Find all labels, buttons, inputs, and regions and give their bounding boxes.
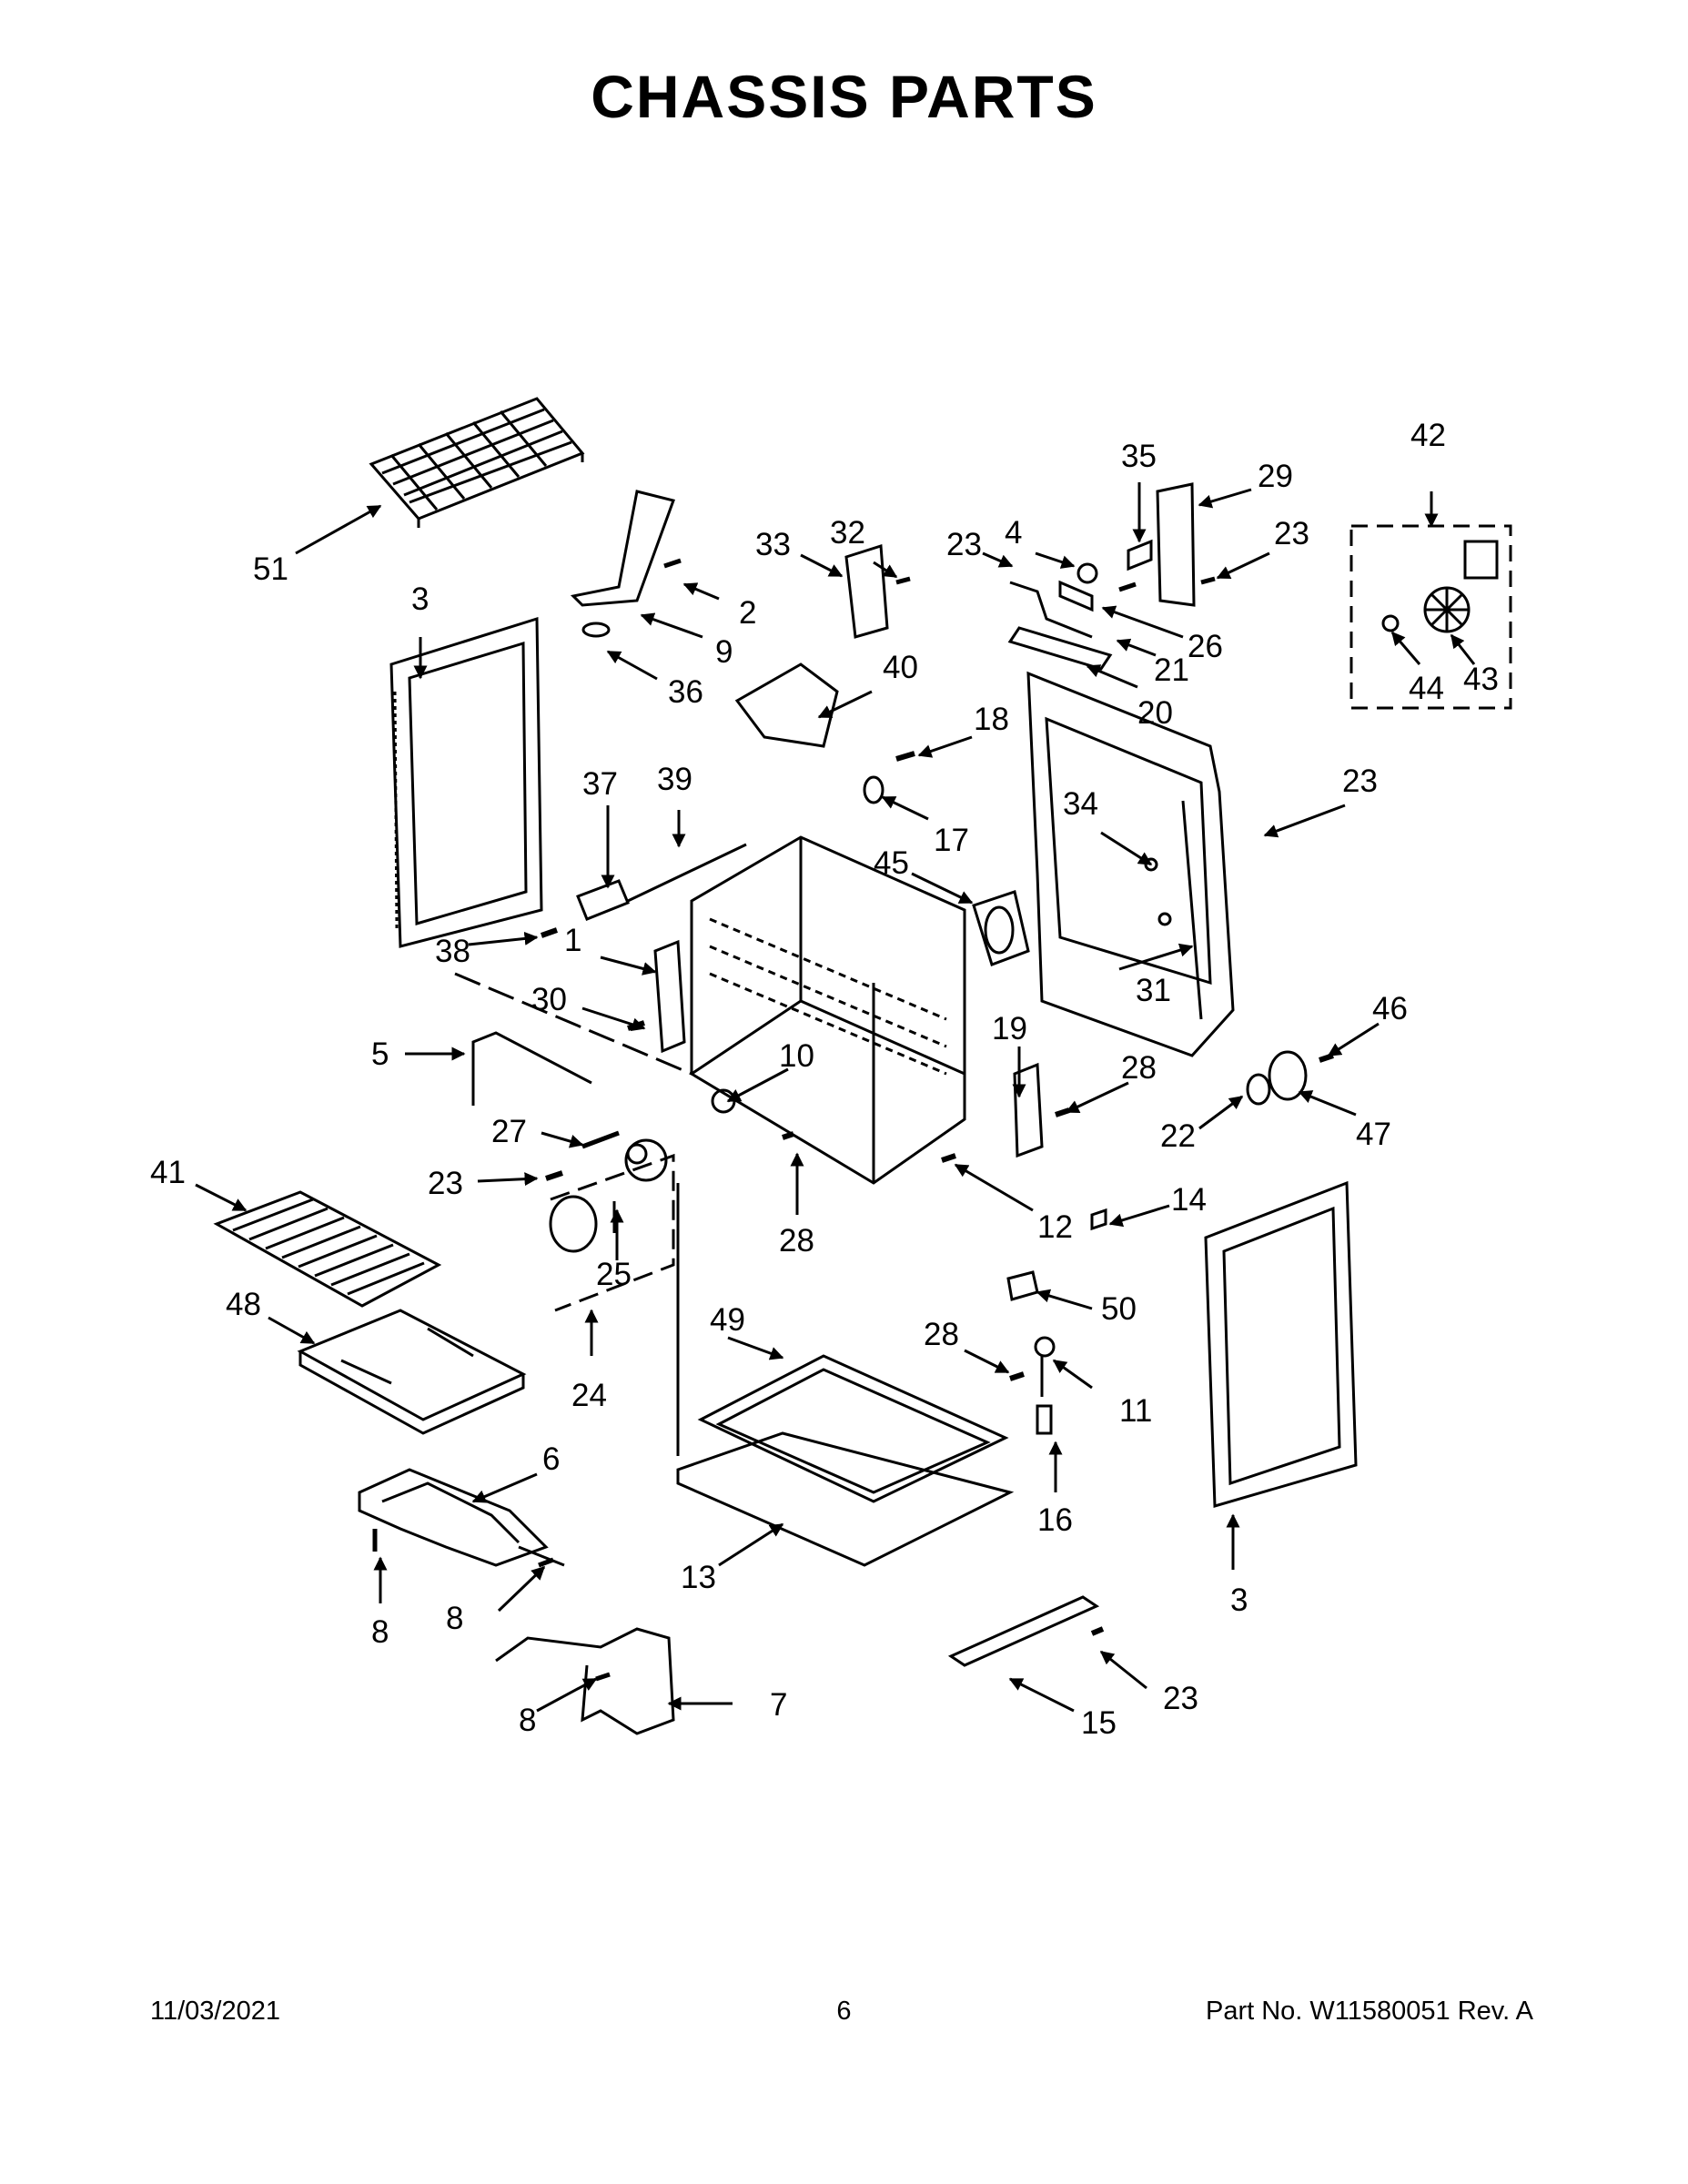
callout-23-left: 23 — [428, 1166, 463, 1201]
callout-30: 30 — [531, 982, 567, 1017]
callout-5: 5 — [371, 1036, 389, 1072]
part-17-18-hardware-drawing — [863, 751, 915, 804]
callout-8-b: 8 — [446, 1601, 463, 1636]
callout-28-center: 28 — [779, 1223, 814, 1259]
callout-17: 17 — [934, 823, 969, 858]
callout-8-a: 8 — [371, 1614, 389, 1650]
part-3-right-side-panel-drawing — [1204, 1180, 1358, 1508]
callout-44: 44 — [1409, 671, 1444, 706]
callout-51: 51 — [253, 551, 288, 587]
lower-left-hardware-drawing — [545, 1088, 736, 1312]
callout-34: 34 — [1063, 786, 1098, 822]
callout-35: 35 — [1121, 439, 1157, 474]
callout-22: 22 — [1160, 1118, 1196, 1154]
callout-13: 13 — [681, 1560, 716, 1595]
callout-3-left: 3 — [411, 581, 429, 617]
callout-23-upper-right: 23 — [1274, 516, 1309, 551]
callout-2: 2 — [739, 595, 756, 631]
part-15-bracket-drawing — [947, 1595, 1105, 1667]
part-7-broil-element-drawing — [495, 1627, 675, 1735]
part-1-bracket-drawing — [627, 939, 686, 1054]
callout-24: 24 — [571, 1378, 607, 1413]
callout-31: 31 — [1136, 973, 1171, 1008]
callout-21: 21 — [1154, 652, 1189, 688]
callout-1: 1 — [564, 923, 581, 958]
callout-28-right: 28 — [1121, 1050, 1157, 1086]
callout-42: 42 — [1410, 418, 1446, 453]
callout-12: 12 — [1037, 1209, 1073, 1245]
callout-6: 6 — [542, 1441, 560, 1477]
callout-45: 45 — [874, 845, 909, 881]
callout-7: 7 — [770, 1687, 787, 1723]
part-9-bracket-drawing — [570, 490, 682, 638]
callout-28-lower: 28 — [924, 1317, 959, 1352]
callout-50: 50 — [1101, 1291, 1137, 1327]
callout-labels: 51 3 2 9 36 33 32 40 23 4 35 29 23 21 26… — [150, 418, 1499, 1741]
page-title: CHASSIS PARTS — [591, 63, 1097, 130]
footer-page-number: 6 — [836, 1997, 852, 2026]
right-middle-hardware-drawing — [782, 1050, 1334, 1163]
callout-32: 32 — [830, 515, 865, 551]
callout-26: 26 — [1188, 629, 1223, 664]
part-51-rack-drawing — [369, 397, 585, 528]
part-48-pan-drawing — [297, 1309, 527, 1435]
part-49-13-bottom-pan-drawing — [676, 1183, 1015, 1567]
callout-8-c: 8 — [519, 1703, 536, 1738]
callout-leader-lines — [195, 482, 1476, 1713]
part-3-left-side-panel-drawing — [389, 616, 543, 948]
callout-38: 38 — [435, 934, 470, 969]
part-33-hinge-cover-drawing — [734, 544, 911, 748]
callout-11: 11 — [1119, 1393, 1152, 1429]
footer-part-number: Part No. W11580051 Rev. A — [1205, 1997, 1533, 2026]
callout-43: 43 — [1463, 662, 1499, 697]
callout-29: 29 — [1258, 459, 1293, 494]
callout-20: 20 — [1137, 695, 1173, 731]
callout-36: 36 — [668, 674, 703, 710]
callout-49: 49 — [710, 1302, 745, 1338]
callout-37: 37 — [582, 766, 618, 802]
callout-18: 18 — [974, 702, 1009, 737]
callout-41: 41 — [150, 1155, 186, 1190]
callout-3-right: 3 — [1230, 1582, 1248, 1618]
callout-23-bottom: 23 — [1163, 1681, 1198, 1716]
part-6-bake-element-drawing — [358, 1468, 565, 1568]
part-45-gasket-drawing — [972, 890, 1030, 966]
footer-date: 11/03/2021 — [150, 1997, 280, 2026]
callout-10: 10 — [779, 1038, 814, 1074]
rear-panel-drawing — [1026, 671, 1235, 1057]
callout-46: 46 — [1372, 991, 1408, 1026]
part-41-oven-rack-drawing — [213, 1190, 442, 1308]
callout-4: 4 — [1005, 515, 1022, 551]
part-5-trim-drawing — [454, 972, 692, 1106]
upper-right-bracket-cluster-drawing — [1007, 482, 1216, 671]
callout-23-upper: 23 — [946, 527, 982, 562]
callout-48: 48 — [226, 1287, 261, 1322]
callout-33: 33 — [755, 527, 791, 562]
callout-27: 27 — [491, 1114, 527, 1149]
callout-15: 15 — [1081, 1705, 1117, 1741]
oven-cavity-drawing — [690, 835, 966, 1185]
callout-40: 40 — [883, 650, 918, 685]
callout-25: 25 — [596, 1257, 632, 1292]
callout-19: 19 — [992, 1011, 1027, 1046]
callout-47: 47 — [1356, 1117, 1391, 1152]
callout-39: 39 — [657, 762, 692, 797]
callout-9: 9 — [715, 634, 733, 670]
callout-16: 16 — [1037, 1502, 1073, 1538]
callout-14: 14 — [1171, 1182, 1207, 1218]
callout-23-rear: 23 — [1342, 763, 1378, 799]
